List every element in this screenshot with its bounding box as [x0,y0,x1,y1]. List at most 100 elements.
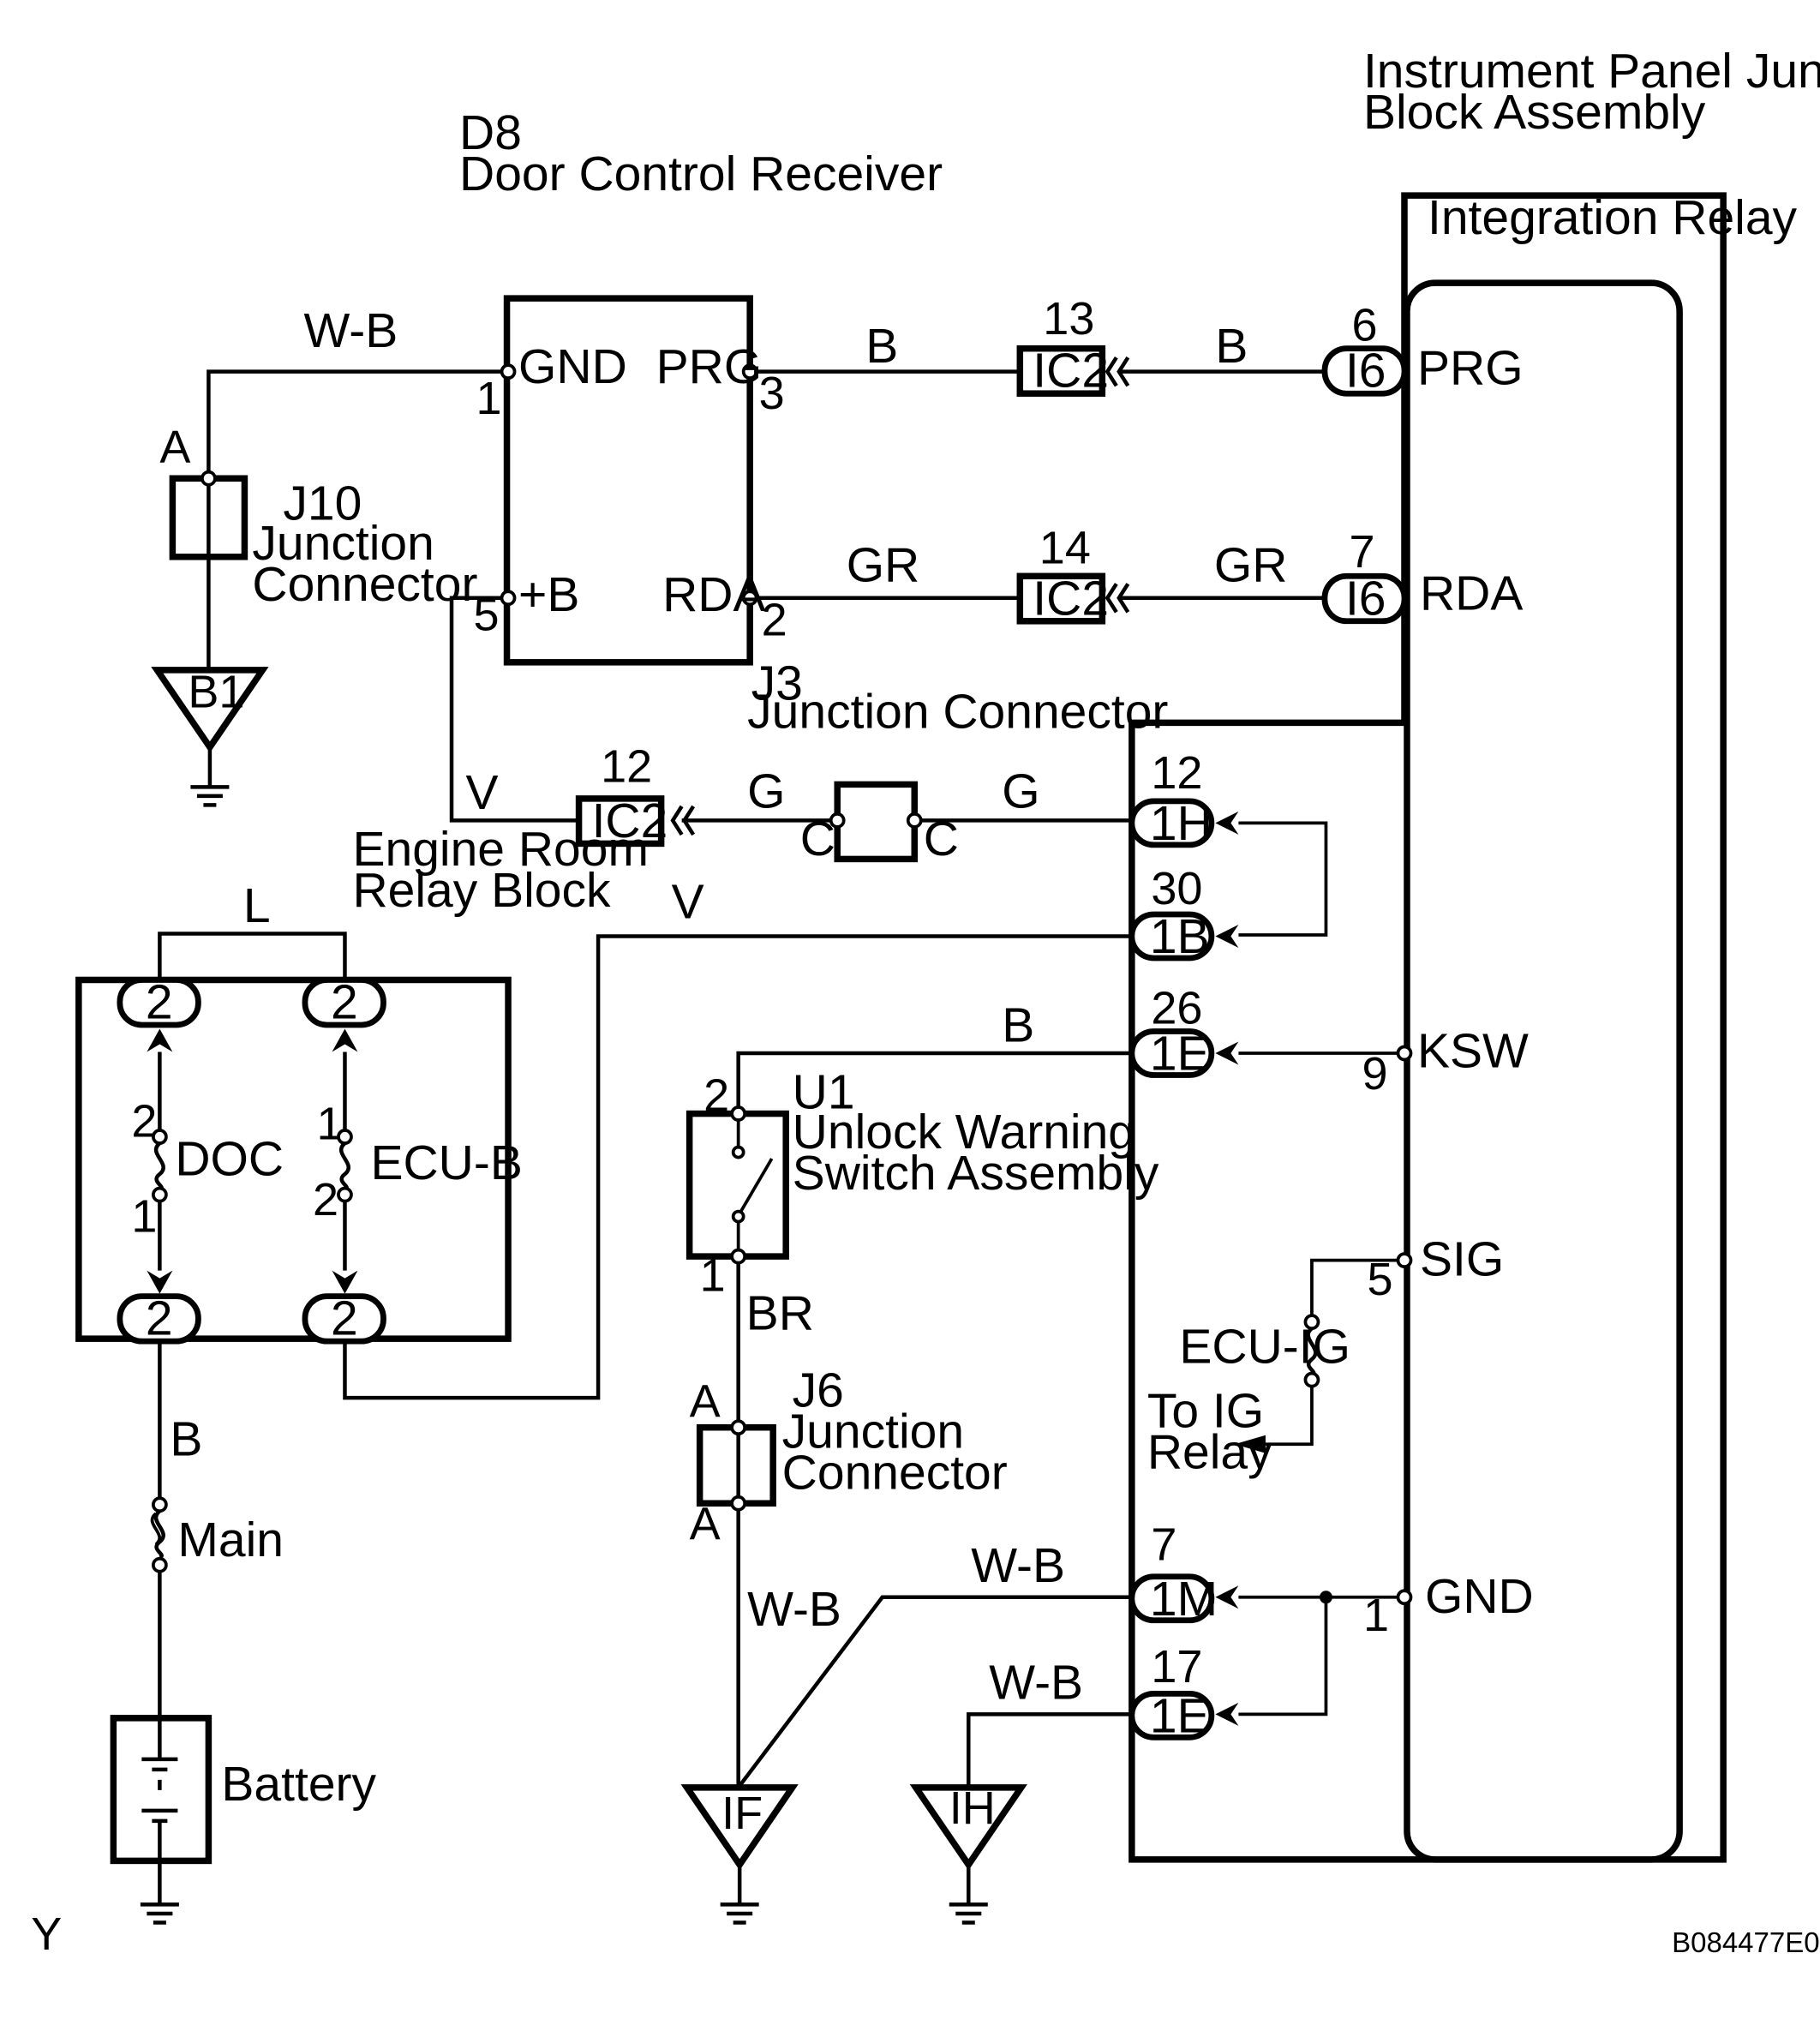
wire-v-1b: V [672,874,704,929]
wire-gr-rda-right: GR [1214,537,1288,592]
door-control-receiver: D8 Door Control Receiver GND 1 PRG 3 +B … [459,105,1168,739]
u1-code: U1 [793,1065,855,1120]
wire-v-bplus: V [466,765,499,820]
1e-17-label: 1E [1150,1688,1210,1743]
relay-gnd-pin: 1 [1363,1590,1389,1641]
j6-pin-top: A [690,1376,721,1428]
relay-sig-pin: 5 [1367,1254,1392,1305]
main-fuse-label: Main [177,1513,284,1567]
wire-b-main: B [170,1412,202,1467]
rda-line: GR GR 14 IC2 7 I6 RDA [756,522,1523,626]
i6-6-label: I6 [1345,344,1386,398]
ic2-14-connector [1016,572,1106,625]
battery-circuit: B Main Battery [110,1341,377,1925]
rb-top-left-connector [117,977,201,1028]
prg-line: B B 13 IC2 6 I6 PRG [756,293,1524,398]
integration-relay-label: Integration Relay [1428,190,1798,245]
j3-name: Junction Connector [747,684,1168,739]
receiver-gnd-pin: 1 [476,373,502,424]
wire-b-ksw: B [1002,998,1034,1053]
1b-label: 1B [1150,909,1210,964]
c-connector [834,781,919,863]
sig-circuit: SIG 5 ECU-IG To IG Relay [1147,1232,1504,1480]
ground-if-label: IF [721,1788,763,1839]
ground-b1 [151,667,269,753]
receiver-bplus-label: +B [518,567,579,622]
j3-code: J3 [751,656,803,710]
ecu-ig-fuse-label: ECU-IG [1179,1320,1350,1375]
u1-line1: Unlock Warning [793,1105,1135,1159]
rb-top-right-connector [302,977,386,1028]
j10-circuit: W-B A J10 Junction Connector B1 [151,303,502,807]
u1-pin-bottom: 1 [700,1250,726,1302]
ic2-12-pin: 12 [601,740,652,792]
1h-connector [1129,798,1215,848]
relay-ksw-pin: 9 [1362,1048,1387,1099]
ecub-pin-bottom: 2 [313,1174,338,1225]
wire-wb-j6: W-B [747,1582,841,1637]
wire-wb-j10: W-B [303,303,398,358]
j10-pin: A [159,422,190,473]
wire-g-left: G [747,764,785,818]
receiver-box [503,295,753,666]
1e-26-label: 1E [1150,1027,1210,1081]
j10-code: J10 [283,476,362,530]
ic2-13-pin: 13 [1043,293,1094,344]
relay-prg-label: PRG [1417,341,1524,396]
j6-line2: Connector [782,1446,1008,1501]
ic2-14-label: IC2 [1033,571,1109,626]
1m-pin: 7 [1151,1519,1176,1570]
doc-fuse-label: DOC [175,1132,284,1187]
footer-left: Y [31,1908,62,1960]
ip-jb-title-1: Instrument Panel Junction [1363,44,1820,99]
i6-7-connector [1321,572,1408,625]
1e-26-pin: 26 [1151,983,1202,1034]
doc-pin-bottom: 1 [131,1191,157,1243]
receiver-rda-pin: 2 [762,594,787,645]
c-connector-left: C [800,812,835,866]
wire-wb-1m: W-B [971,1538,1065,1593]
ecub-fuse-label: ECU-B [370,1135,522,1190]
relay-block-fuses: L 2 2 2 1 DOC 1 2 ECU-B 2 2 V [75,874,1132,1400]
i6-7-pin: 7 [1349,526,1374,578]
i6-6-connector [1321,345,1408,397]
receiver-name: Door Control Receiver [459,147,943,201]
i6-7-label: I6 [1345,571,1386,626]
i6-6-pin: 6 [1351,300,1377,351]
wire-g-right: G [1002,764,1039,818]
j6-line1: Junction [782,1405,964,1459]
relay-block-box [75,976,512,1342]
rb-top-right-label: 2 [331,975,358,1030]
ip-jb-title-2: Block Assembly [1363,85,1706,140]
rb-bottom-left-label: 2 [146,1291,173,1346]
to-ig-relay-line2: Relay [1147,1425,1272,1480]
battery-label: Battery [221,1757,376,1812]
ic2-13-label: IC2 [1033,344,1109,398]
u1-line2: Switch Assembly [793,1146,1159,1201]
j6-pin-bottom: A [690,1498,721,1549]
engine-room-rb-line2: Relay Block [352,863,611,918]
relay-gnd-label: GND [1425,1569,1534,1624]
ecub-pin-top: 1 [316,1099,342,1150]
wire-wb-1e: W-B [989,1655,1083,1710]
integration-relay-box [1404,279,1683,1863]
to-ig-relay-line1: To IG [1147,1384,1264,1439]
ic2-13-connector [1016,344,1106,397]
u1-circuit: B 2 1 U1 Unlock Warning Switch Assembly … [680,998,1159,1925]
doc-pin-top: 2 [131,1096,157,1147]
relay-ksw-label: KSW [1417,1024,1529,1079]
1m-label: 1M [1150,1572,1218,1627]
receiver-code: D8 [459,105,522,160]
bplus-line: V 12 IC2 G G C C Engine Room Relay Block [352,596,1132,918]
wire-b-prg-left: B [865,319,898,374]
c-connector-right: C [924,812,959,866]
diagram-code: B084477E01 [1672,1926,1820,1958]
j10-line2: Connector [252,557,477,612]
receiver-prg-pin: 3 [759,368,785,419]
rb-bottom-right-label: 2 [331,1291,358,1346]
relay-sig-label: SIG [1420,1232,1504,1287]
ic2-14-pin: 14 [1039,522,1091,573]
ground-ih [909,1784,1027,1871]
ground-b1-label: B1 [188,666,244,717]
ground-ih-label: IH [949,1782,996,1834]
